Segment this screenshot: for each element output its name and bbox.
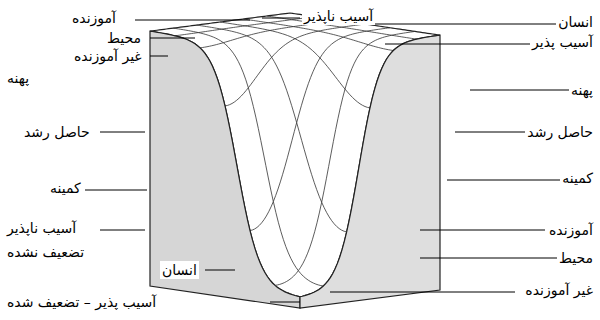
leader-line: [420, 230, 545, 231]
leader-line: [385, 44, 540, 45]
leader-line: [100, 230, 145, 231]
part-label: آموزنده: [547, 221, 595, 239]
leader-line: [150, 38, 195, 39]
part-label: غیر آموزنده: [72, 47, 144, 65]
leader-line: [85, 190, 147, 191]
part-label: محیط: [557, 249, 595, 267]
leader-line: [372, 24, 560, 25]
leader-line: [330, 292, 515, 293]
leader-line: [447, 180, 560, 181]
leader-line: [262, 18, 300, 19]
part-label: حاصل رشد: [22, 123, 92, 141]
part-label: آموزنده: [70, 9, 118, 27]
part-label: آسیب ناپذیر: [302, 7, 375, 25]
part-label: حاصل رشد: [525, 123, 595, 141]
right-face: [300, 35, 440, 308]
leader-line: [150, 56, 168, 57]
part-label: آسیب پذیر – تضعیف شده: [5, 293, 158, 311]
part-label: انسان: [556, 13, 595, 31]
part-label: انسان: [160, 261, 199, 279]
leader-line: [470, 90, 570, 91]
part-label: آسیب ناپذیر: [5, 219, 78, 237]
grid-line: [220, 22, 370, 108]
leader-line: [270, 302, 300, 303]
leader-line: [100, 132, 145, 133]
left-face: [150, 31, 300, 308]
part-label: کمینه: [48, 179, 83, 197]
leader-line: [205, 270, 235, 271]
leader-line: [135, 20, 250, 21]
part-label: پهنه: [569, 81, 595, 99]
part-label: پهنه: [5, 69, 31, 87]
part-label: تضعیف نشده: [5, 243, 86, 261]
part-label: کمینه: [560, 169, 595, 187]
part-label: آسیب پذیر: [530, 33, 595, 51]
leader-line: [420, 258, 560, 259]
part-label: غیر آموزنده: [523, 281, 595, 299]
part-label: محیط: [105, 29, 143, 47]
